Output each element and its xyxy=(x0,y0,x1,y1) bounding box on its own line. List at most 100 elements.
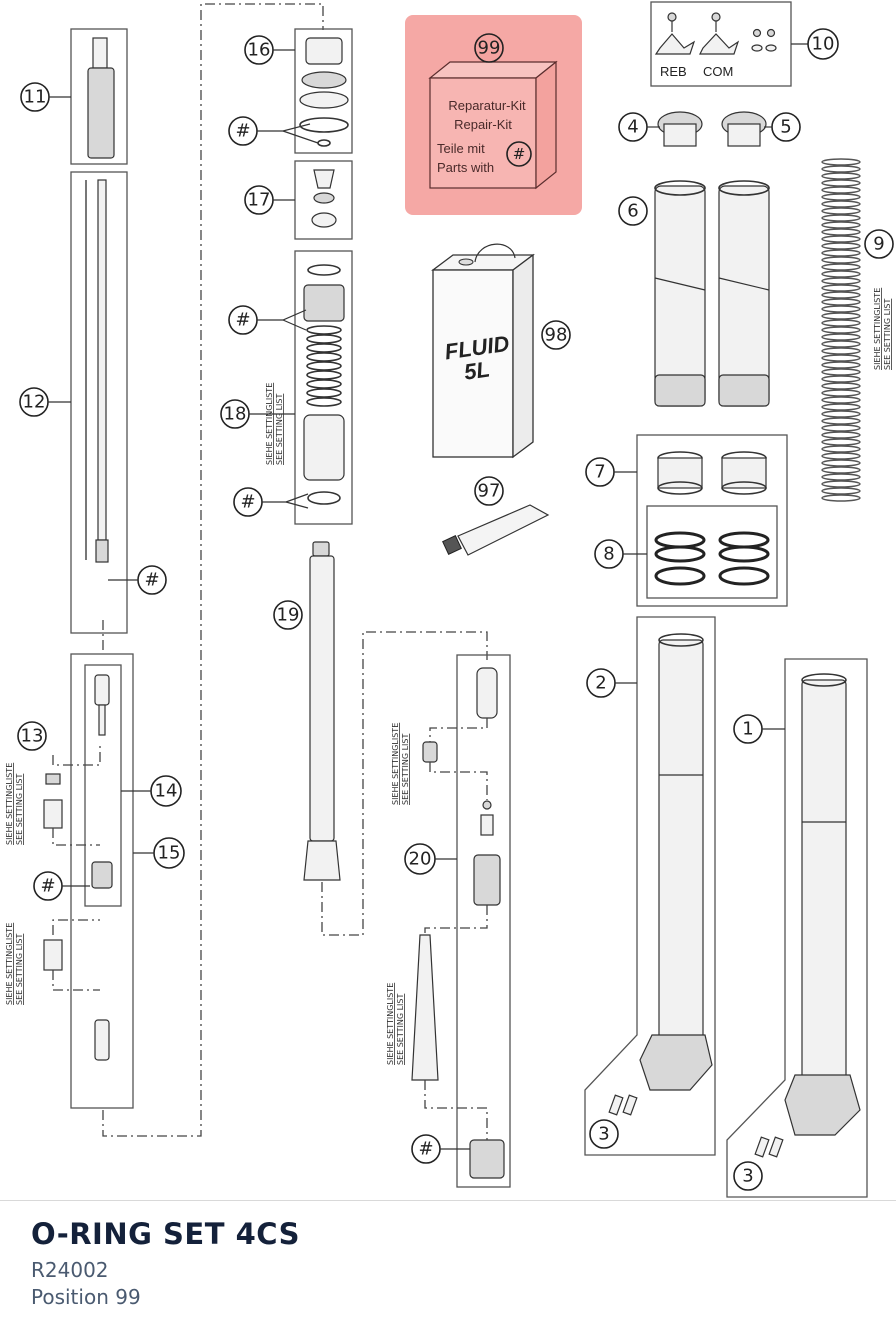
svg-text:#: # xyxy=(40,876,55,897)
part-10-caps: REB COM xyxy=(650,1,808,87)
svg-text:8: 8 xyxy=(603,544,614,565)
callout-hash-18a[interactable]: # xyxy=(228,305,258,335)
callout-18[interactable]: 18 xyxy=(220,399,250,429)
callout-8[interactable]: 8 xyxy=(594,539,624,569)
callout-1[interactable]: 1 xyxy=(733,714,763,744)
repair-kit-highlight[interactable]: Reparatur-Kit Repair-Kit Teile mit Parts… xyxy=(405,15,582,215)
svg-text:16: 16 xyxy=(248,40,271,61)
svg-text:SEE SETTING LIST: SEE SETTING LIST xyxy=(883,299,892,370)
callout-99[interactable]: 99 xyxy=(474,33,504,63)
callout-hash-18b[interactable]: # xyxy=(233,487,263,517)
svg-text:2: 2 xyxy=(595,673,606,694)
part-6-outer-tubes xyxy=(654,180,770,407)
part-7-8-bushings xyxy=(636,434,788,607)
svg-text:11: 11 xyxy=(24,87,47,108)
svg-text:SIEHE SETTINGLISTE: SIEHE SETTINGLISTE xyxy=(386,983,395,1065)
svg-text:17: 17 xyxy=(248,190,271,211)
callout-97[interactable]: 97 xyxy=(474,476,504,506)
svg-text:SIEHE SETTINGLISTE: SIEHE SETTINGLISTE xyxy=(5,763,14,845)
callout-20[interactable]: 20 xyxy=(404,843,436,875)
callout-13[interactable]: 13 xyxy=(17,721,47,751)
setting-list-note-15: SIEHE SETTINGLISTE SEE SETTING LIST xyxy=(5,923,24,1005)
part-16-top-cap xyxy=(294,28,353,154)
part-18-spring-cartridge xyxy=(294,250,353,525)
part-1-inner-tube xyxy=(726,658,868,1198)
svg-text:4: 4 xyxy=(627,117,638,138)
callout-17[interactable]: 17 xyxy=(244,185,274,215)
svg-text:98: 98 xyxy=(545,325,568,346)
svg-text:#: # xyxy=(235,310,250,331)
callout-12[interactable]: 12 xyxy=(19,387,49,417)
svg-text:18: 18 xyxy=(224,404,247,425)
setting-list-note-9: SIEHE SETTINGLISTE SEE SETTING LIST xyxy=(873,288,892,370)
svg-text:SEE SETTING LIST: SEE SETTING LIST xyxy=(396,994,405,1065)
part-12-damper-rod xyxy=(70,171,128,634)
setting-list-note-13: SIEHE SETTINGLISTE SEE SETTING LIST xyxy=(5,763,24,845)
callout-15[interactable]: 15 xyxy=(153,837,185,869)
callout-16[interactable]: 16 xyxy=(244,35,274,65)
svg-text:12: 12 xyxy=(23,392,46,413)
svg-text:20: 20 xyxy=(409,849,432,870)
svg-text:SEE SETTING LIST: SEE SETTING LIST xyxy=(401,734,410,805)
callout-5[interactable]: 5 xyxy=(771,112,801,142)
part-title: O-RING SET 4CS xyxy=(31,1217,300,1251)
setting-list-note-18: SIEHE SETTINGLISTE SEE SETTING LIST xyxy=(265,383,284,465)
part-98-fluid-can: FLUID 5L xyxy=(431,243,535,459)
svg-text:SEE SETTING LIST: SEE SETTING LIST xyxy=(15,774,24,845)
svg-text:SEE SETTING LIST: SEE SETTING LIST xyxy=(15,934,24,1005)
callout-3a[interactable]: 3 xyxy=(589,1119,619,1149)
svg-text:SIEHE SETTINGLISTE: SIEHE SETTINGLISTE xyxy=(391,723,400,805)
svg-text:9: 9 xyxy=(873,234,884,255)
kit-label-de: Reparatur-Kit xyxy=(448,98,526,113)
part-info-footer: O-RING SET 4CS R24002 Position 99 xyxy=(0,1200,896,1336)
svg-text:SEE SETTING LIST: SEE SETTING LIST xyxy=(275,394,284,465)
svg-text:5: 5 xyxy=(780,117,791,138)
exploded-parts-diagram: Reparatur-Kit Repair-Kit Teile mit Parts… xyxy=(5,1,894,1198)
svg-text:#: # xyxy=(240,492,255,513)
callout-6[interactable]: 6 xyxy=(618,196,648,226)
callout-11[interactable]: 11 xyxy=(20,82,50,112)
svg-text:13: 13 xyxy=(21,726,44,747)
svg-text:#: # xyxy=(418,1139,433,1160)
svg-text:14: 14 xyxy=(155,781,178,802)
callout-9[interactable]: 9 xyxy=(864,229,894,259)
svg-text:SIEHE SETTINGLISTE: SIEHE SETTINGLISTE xyxy=(265,383,274,465)
part-2-inner-tube xyxy=(584,616,716,1156)
callout-10[interactable]: 10 xyxy=(807,28,839,60)
part-9-spring xyxy=(821,158,861,502)
kit-parts-en: Parts with xyxy=(437,160,494,175)
svg-text:3: 3 xyxy=(598,1124,609,1145)
callout-hash-12[interactable]: # xyxy=(137,565,167,595)
callout-19[interactable]: 19 xyxy=(273,600,303,630)
callout-7[interactable]: 7 xyxy=(585,457,615,487)
svg-text:10: 10 xyxy=(812,34,835,55)
part-17-valve xyxy=(294,160,353,240)
svg-text:#: # xyxy=(144,570,159,591)
kit-label-en: Repair-Kit xyxy=(454,117,512,132)
part-13-shim-stack xyxy=(43,745,101,991)
callout-hash-16[interactable]: # xyxy=(228,116,258,146)
part-19-cartridge-tube xyxy=(303,541,488,936)
callout-3b[interactable]: 3 xyxy=(733,1161,763,1191)
callout-hash-15[interactable]: # xyxy=(33,871,63,901)
reb-label: REB xyxy=(660,64,687,79)
svg-text:97: 97 xyxy=(478,481,501,502)
assembly-path-left xyxy=(102,3,324,1137)
com-label: COM xyxy=(703,64,733,79)
callout-4[interactable]: 4 xyxy=(618,112,648,142)
callout-hash-20[interactable]: # xyxy=(411,1134,441,1164)
svg-text:99: 99 xyxy=(478,38,501,59)
part-14-15-valve-assembly xyxy=(70,620,134,1109)
svg-text:15: 15 xyxy=(158,843,181,864)
callout-98[interactable]: 98 xyxy=(541,320,571,350)
part-position: Position 99 xyxy=(31,1285,141,1309)
part-11-cap xyxy=(70,28,128,165)
svg-text:1: 1 xyxy=(742,719,753,740)
callout-2[interactable]: 2 xyxy=(586,668,616,698)
part-4-5-caps xyxy=(657,111,767,147)
fluid-volume: 5L xyxy=(462,356,491,384)
callout-14[interactable]: 14 xyxy=(150,775,182,807)
svg-text:SIEHE SETTINGLISTE: SIEHE SETTINGLISTE xyxy=(5,923,14,1005)
svg-text:19: 19 xyxy=(277,605,300,626)
kit-hash: # xyxy=(513,145,526,163)
